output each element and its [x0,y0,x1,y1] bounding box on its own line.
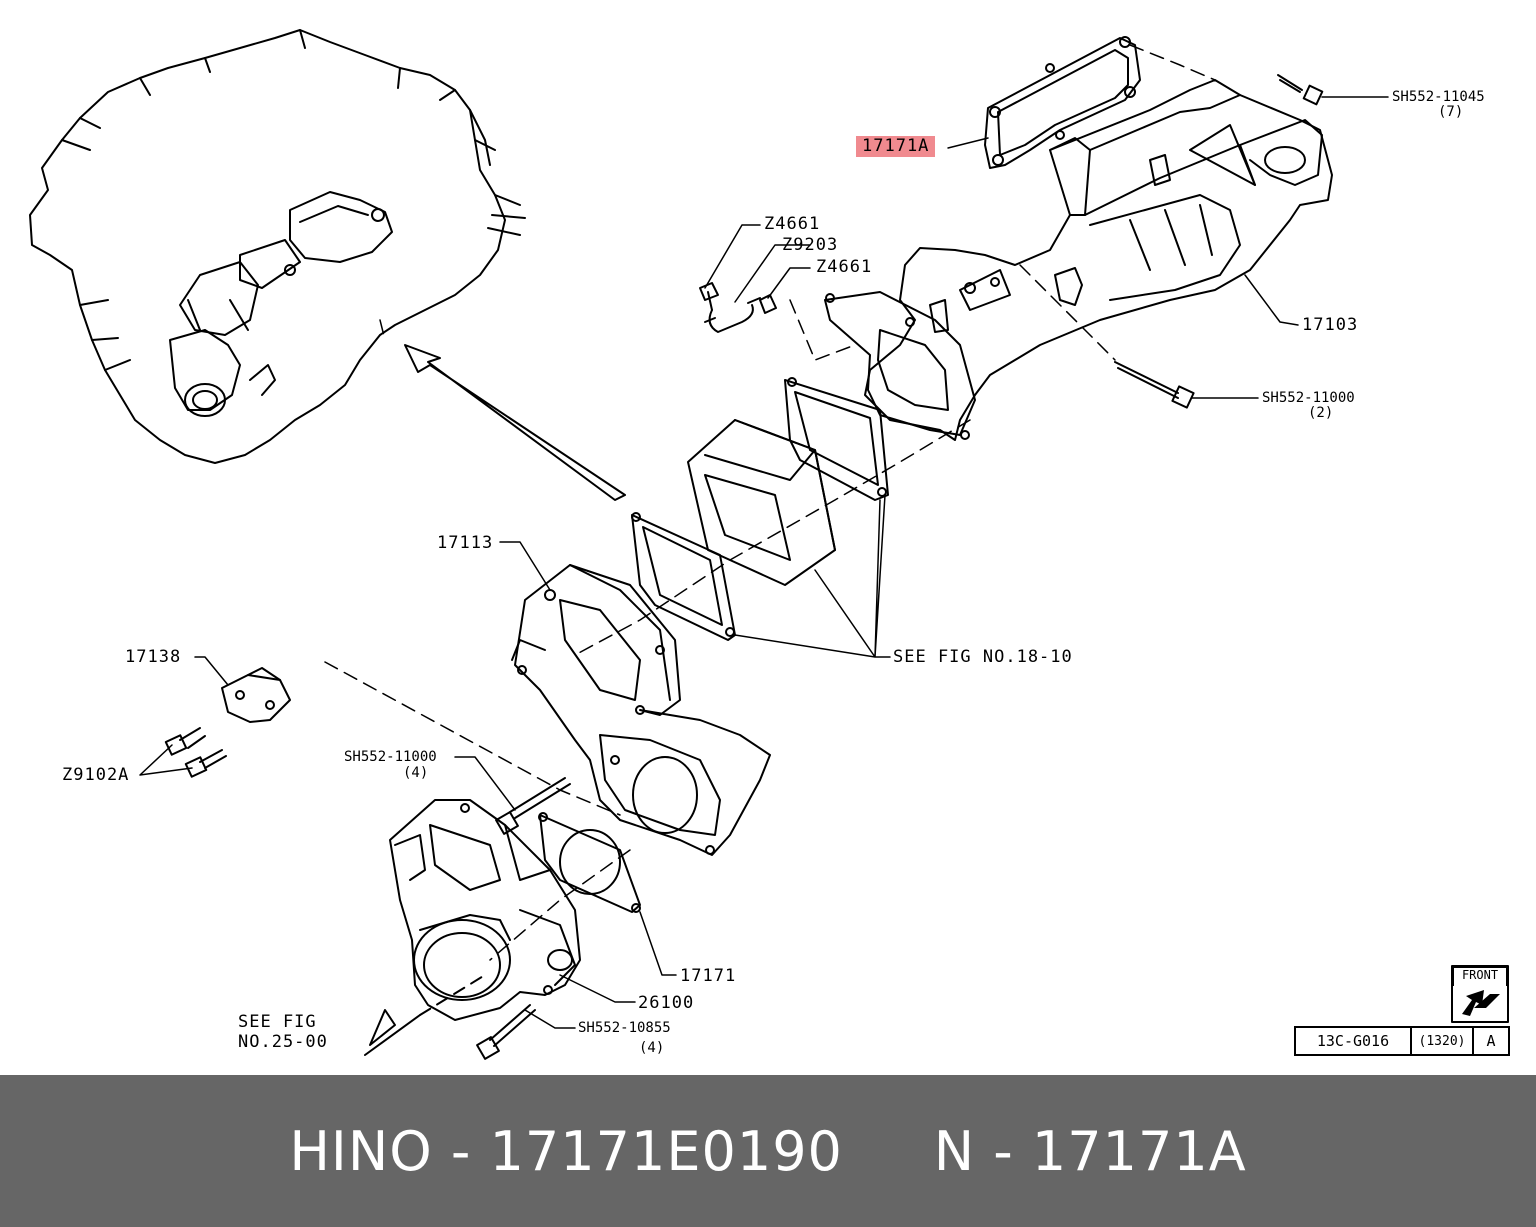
label-sh552-10855-qty: (4) [639,1040,665,1056]
label-sh552-11045-qty: (7) [1438,104,1464,120]
label-sh552-11045: SH552-11045 [1392,89,1485,105]
label-z9102a: Z9102A [62,765,130,785]
engine-overview [29,29,526,464]
label-17171: 17171 [680,966,737,986]
label-17171a: 17171A [856,136,936,157]
label-sh552-11000-top: SH552-11000 [1262,390,1355,406]
footer-part-number: HINO - 17171E0190 N - 17171A [289,1119,1247,1183]
parts-drawing [29,29,1509,1060]
label-17103: 17103 [1302,315,1359,335]
gasket-upper [784,377,889,501]
label-z4661-a: Z4661 [764,214,821,234]
label-26100: 26100 [638,993,695,1013]
pointer-arrow [404,344,626,501]
label-z4661-b: Z4661 [816,257,873,277]
label-17138: 17138 [125,647,182,667]
elbow-17113 [511,564,771,856]
parts-diagram: 17171A SH552-11045 (7) Z4661 Z9203 Z4661… [29,29,1510,1060]
label-17113: 17113 [437,533,494,553]
leader-lines [139,96,1389,1029]
label-see-fig-18-10: SEE FIG NO.18-10 [893,647,1073,667]
bracket-17138 [164,667,291,778]
ref-letter: A [1472,1026,1510,1056]
label-see-fig-25-00-l2: NO.25-00 [238,1032,328,1052]
intake-manifold [824,36,1333,441]
centerlines [324,44,1216,961]
hose-clamp-assembly [699,282,777,333]
ref-code: 13C-G016 [1294,1026,1412,1056]
throttle-body-26100 [389,799,581,1021]
label-sh552-11000-mid: SH552-11000 [344,749,437,765]
arrow-see-fig-25 [364,974,486,1056]
front-label: FRONT [1452,966,1508,986]
ref-num: (1320) [1410,1026,1474,1056]
gasket-17171 [538,812,641,913]
label-z9203: Z9203 [782,235,839,255]
label-sh552-10855: SH552-10855 [578,1020,671,1036]
label-see-fig-25-00-l1: SEE FIG [238,1012,317,1032]
gasket-lower [631,512,736,641]
label-sh552-11000-mid-qty: (4) [403,765,429,781]
label-sh552-11000-top-qty: (2) [1308,405,1334,421]
footer-bar: HINO - 17171E0190 N - 17171A [0,1075,1536,1227]
